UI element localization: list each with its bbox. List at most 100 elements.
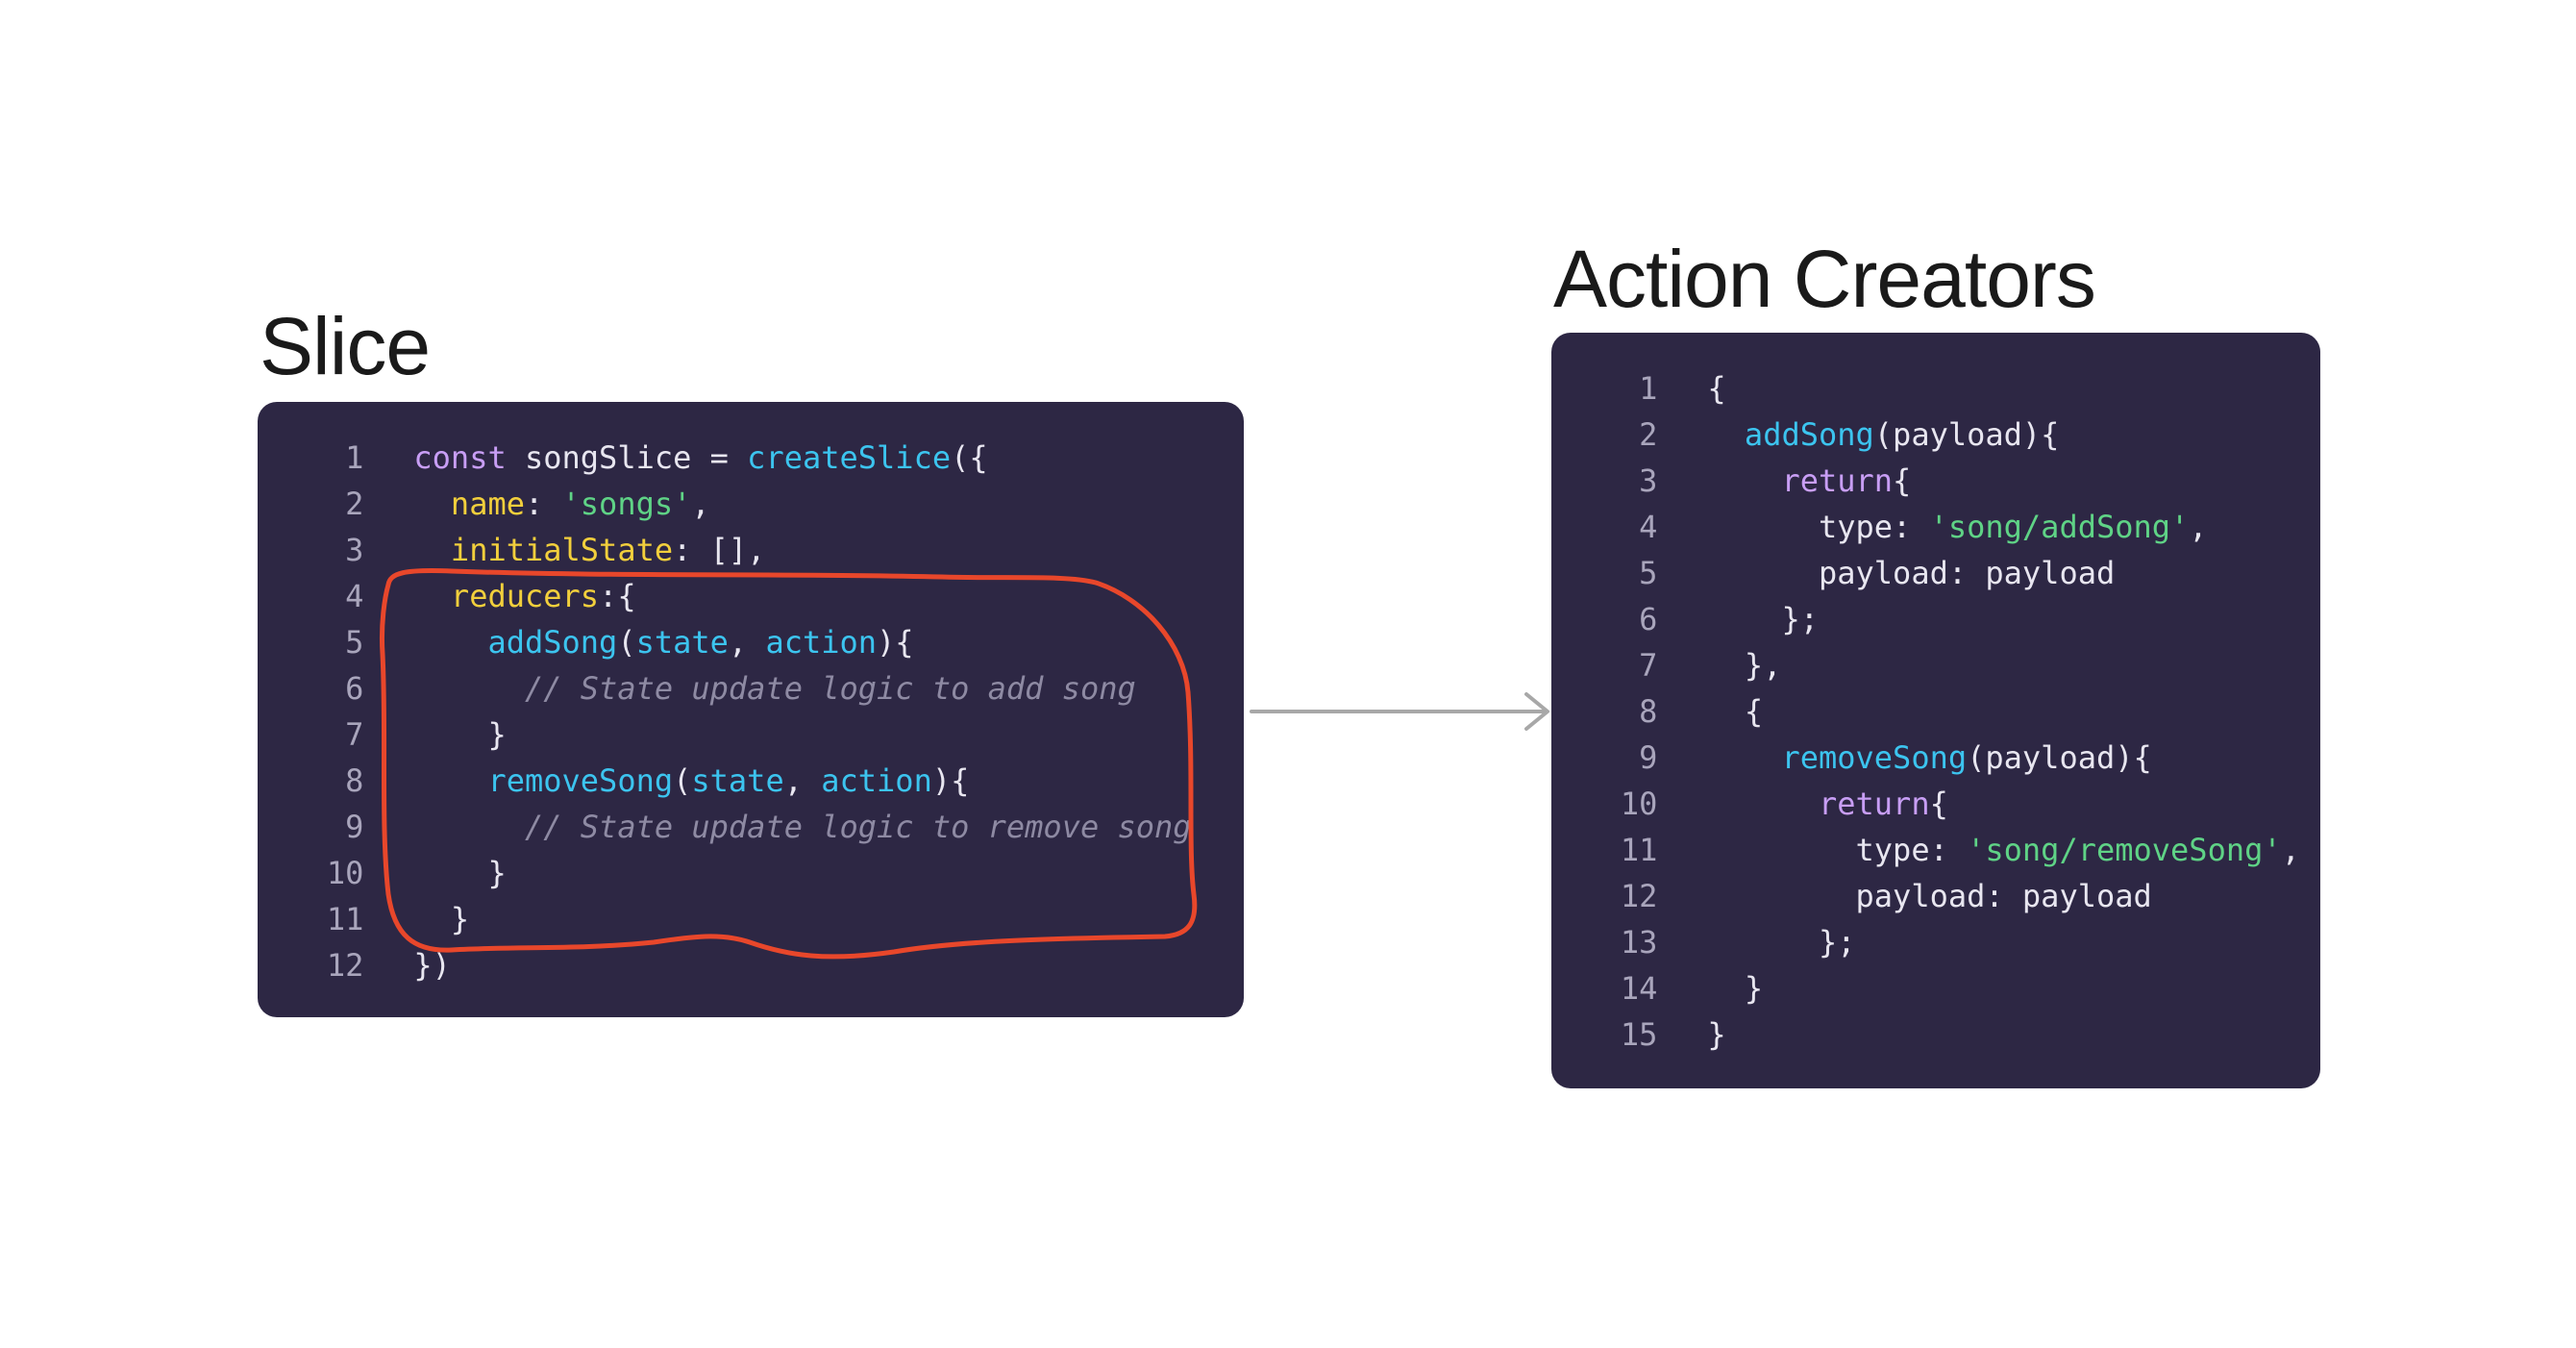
code-token: type:	[1707, 509, 1930, 545]
line-number: 1	[1639, 370, 1658, 407]
code-token: 'songs'	[561, 486, 692, 522]
code-line: 3 initialState: [],	[296, 527, 1192, 573]
line-number: 9	[345, 809, 364, 845]
code-line: 6 // State update logic to add song	[296, 665, 1192, 711]
code-token: ,	[783, 762, 822, 799]
line-number: 12	[1620, 878, 1658, 914]
line-number: 1	[345, 439, 364, 476]
code-token: removeSong	[1781, 739, 1968, 776]
action-creators-title: Action Creators	[1553, 234, 2096, 324]
code-token: };	[1707, 601, 1819, 637]
code-line: 5 payload: payload	[1590, 550, 2300, 596]
action-creators-code-panel: 1{2 addSong(payload){3 return{4 type: 's…	[1551, 333, 2320, 1088]
code-line: 8 {	[1590, 688, 2300, 735]
action-creators-code-block: 1{2 addSong(payload){3 return{4 type: 's…	[1590, 365, 2300, 1058]
code-token: action	[821, 762, 932, 799]
code-token	[413, 532, 451, 568]
code-token: type:	[1707, 832, 1968, 868]
code-token	[413, 762, 487, 799]
code-line: 2 addSong(payload){	[1590, 412, 2300, 458]
code-token	[413, 578, 451, 614]
code-token: (	[617, 624, 636, 661]
line-number: 12	[326, 947, 364, 984]
code-line: 7 },	[1590, 642, 2300, 688]
line-number: 10	[326, 855, 364, 891]
line-number: 4	[345, 578, 364, 614]
slice-title: Slice	[260, 301, 431, 391]
code-token: removeSong	[487, 762, 674, 799]
line-number: 13	[1620, 924, 1658, 961]
code-token: ,	[2281, 832, 2300, 868]
code-token: : [],	[673, 532, 766, 568]
code-token	[413, 670, 525, 707]
code-token: }	[413, 855, 507, 891]
code-line: 12})	[296, 942, 1192, 988]
code-token: :{	[599, 578, 636, 614]
line-number: 2	[1639, 416, 1658, 453]
code-token: };	[1707, 924, 1856, 961]
code-token: (payload){	[1873, 416, 2060, 453]
code-token: }	[413, 716, 507, 753]
code-line: 5 addSong(state, action){	[296, 619, 1192, 665]
line-number: 7	[345, 716, 364, 753]
code-token	[1707, 416, 1745, 453]
line-number: 5	[345, 624, 364, 661]
line-number: 10	[1620, 786, 1658, 822]
code-line: 9 removeSong(payload){	[1590, 735, 2300, 781]
code-line: 12 payload: payload	[1590, 873, 2300, 919]
code-token: {	[1929, 786, 1948, 822]
line-number: 7	[1639, 647, 1658, 684]
code-token: payload: payload	[1707, 878, 2152, 914]
code-line: 1 const songSlice = createSlice({	[296, 435, 1192, 481]
code-line: 4 reducers:{	[296, 573, 1192, 619]
code-line: 6 };	[1590, 596, 2300, 642]
line-number: 14	[1620, 970, 1658, 1007]
line-number: 5	[1639, 555, 1658, 591]
code-token: state	[691, 762, 784, 799]
code-token: action	[765, 624, 878, 661]
code-token	[413, 486, 451, 522]
code-token: },	[1707, 647, 1782, 684]
line-number: 8	[1639, 693, 1658, 730]
code-line: 4 type: 'song/addSong',	[1590, 504, 2300, 550]
code-token	[413, 809, 525, 845]
code-line: 11 type: 'song/removeSong',	[1590, 827, 2300, 873]
code-token: createSlice	[747, 439, 952, 476]
code-token: const	[413, 439, 507, 476]
code-token: songSlice =	[506, 439, 748, 476]
code-token: 'song/addSong'	[1929, 509, 2190, 545]
code-token: return	[1818, 786, 1930, 822]
code-token: addSong	[1744, 416, 1874, 453]
code-line: 8 removeSong(state, action){	[296, 758, 1192, 804]
line-number: 6	[345, 670, 364, 707]
line-number: 15	[1620, 1016, 1658, 1053]
code-token: }	[1707, 1016, 1726, 1053]
code-token: ,	[2189, 509, 2208, 545]
code-line: 2 name: 'songs',	[296, 481, 1192, 527]
code-token: ){	[877, 624, 914, 661]
code-line: 9 // State update logic to remove song	[296, 804, 1191, 850]
code-line: 13 };	[1590, 919, 2300, 965]
code-line: 11 }	[296, 896, 1192, 942]
code-token: ({	[951, 439, 988, 476]
code-token: ){	[931, 762, 970, 799]
code-line: 10 }	[296, 850, 1192, 896]
code-token: })	[413, 947, 451, 984]
code-line: 10 return{	[1590, 781, 2300, 827]
code-line: 3 return{	[1590, 458, 2300, 504]
line-number: 2	[345, 486, 364, 522]
code-token	[1707, 462, 1781, 499]
code-token: name	[450, 486, 525, 522]
code-token: (	[673, 762, 692, 799]
code-line: 7 }	[296, 711, 1192, 758]
code-token: initialState	[450, 532, 674, 568]
code-token: {	[1893, 462, 1912, 499]
code-token: 'song/removeSong'	[1967, 832, 2282, 868]
code-token: ,	[728, 624, 766, 661]
code-token: payload: payload	[1707, 555, 2116, 591]
code-line: 15}	[1590, 1011, 2300, 1058]
line-number: 4	[1639, 509, 1658, 545]
code-token: }	[1707, 970, 1764, 1007]
